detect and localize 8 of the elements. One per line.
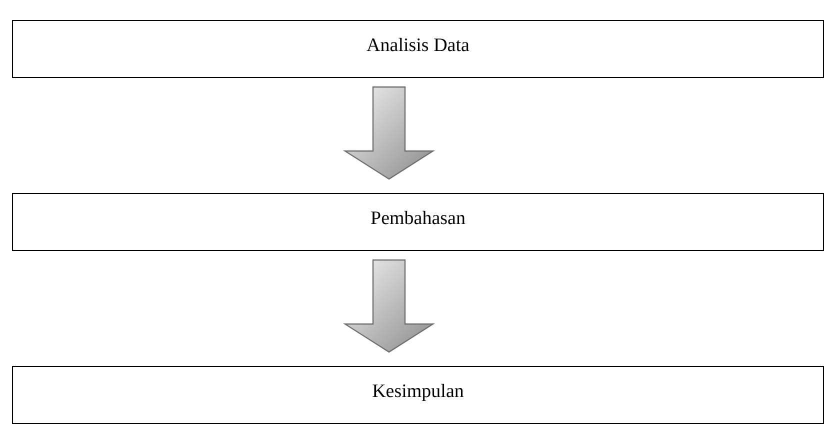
process-box (12, 193, 824, 251)
block-arrow (342, 259, 436, 353)
process-box (12, 366, 824, 424)
process-box (12, 20, 824, 78)
box-label: Pembahasan (370, 208, 466, 231)
box-label: Analisis Data (366, 35, 470, 58)
box-label: Kesimpulan (372, 381, 464, 404)
block-arrow (342, 86, 436, 180)
